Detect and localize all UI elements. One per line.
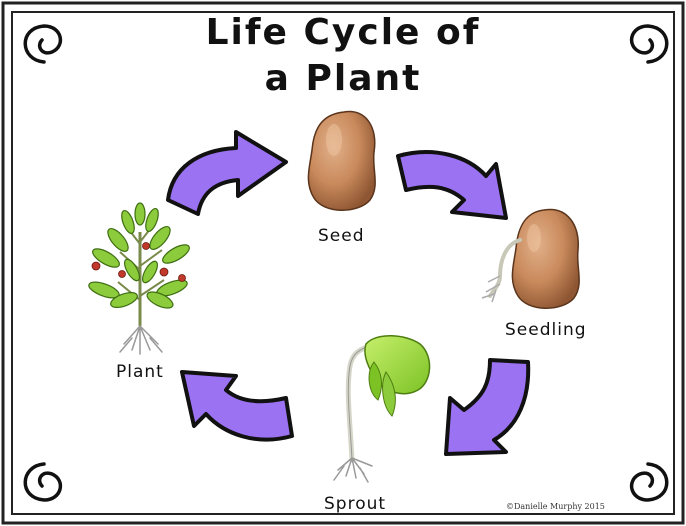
copyright-credit: ©Danielle Murphy 2015 bbox=[506, 502, 605, 511]
corner-swirl-icon bbox=[632, 464, 667, 500]
curved-arrow-icon bbox=[446, 360, 528, 454]
stage-label-seedling: Seedling bbox=[505, 320, 587, 340]
corner-swirl-icon bbox=[25, 464, 60, 500]
curved-arrow-icon bbox=[168, 132, 286, 214]
seedling-icon bbox=[482, 209, 579, 308]
plant-icon bbox=[87, 203, 192, 354]
stage-label-plant: Plant bbox=[116, 362, 164, 382]
stage-label-sprout: Sprout bbox=[324, 494, 386, 514]
page-title: Life Cycle of bbox=[0, 12, 686, 53]
sprout-icon bbox=[334, 336, 430, 482]
curved-arrow-icon bbox=[182, 372, 292, 440]
stage-label-seed: Seed bbox=[318, 226, 365, 246]
page-subtitle: a Plant bbox=[0, 58, 686, 99]
seed-icon bbox=[308, 111, 375, 210]
curved-arrow-icon bbox=[398, 152, 506, 218]
